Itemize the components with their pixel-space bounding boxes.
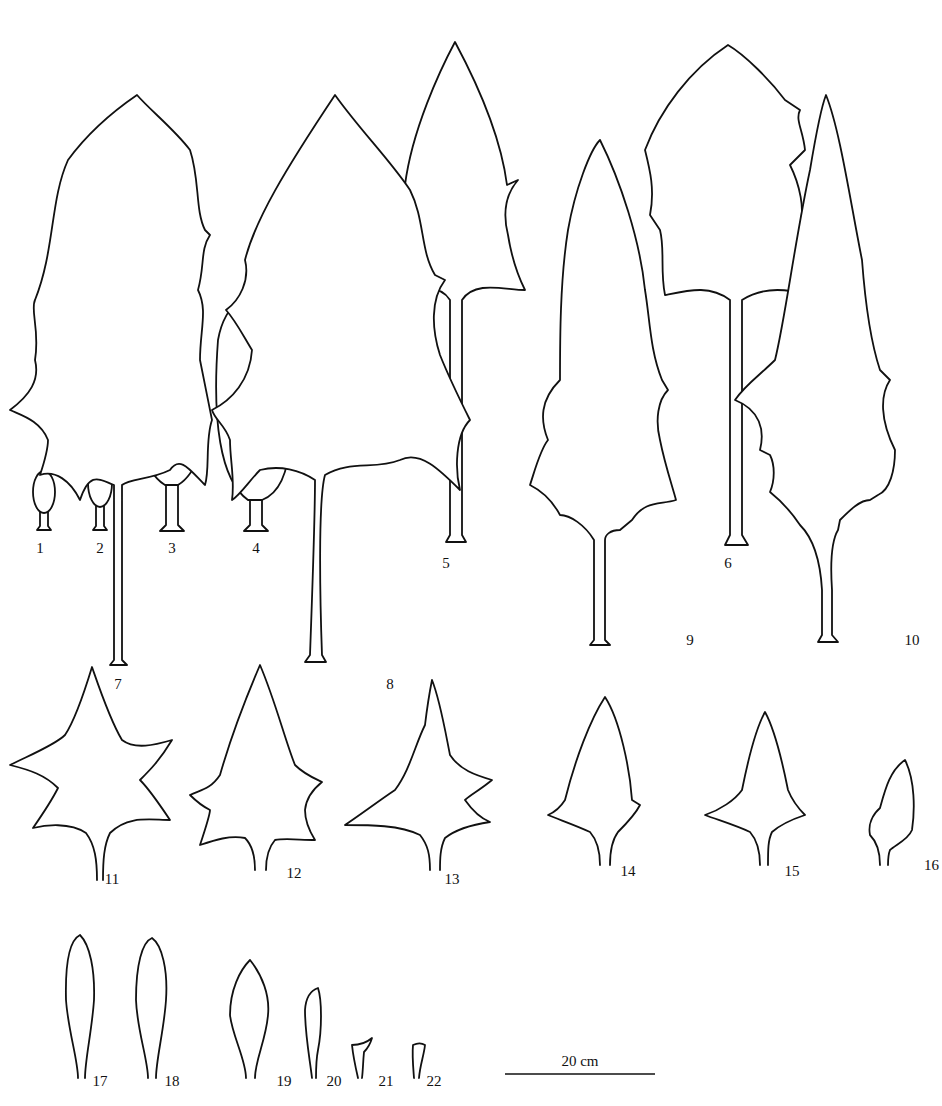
callout-number: 19 (277, 1074, 292, 1089)
callout-number: 10 (905, 633, 920, 648)
callout-number: 11 (105, 872, 119, 887)
leaf-outline (735, 95, 895, 642)
callout-number: 22 (427, 1074, 442, 1089)
callout-number: 6 (724, 556, 732, 571)
leaf-outline (136, 938, 166, 1078)
callout-number: 15 (785, 864, 800, 879)
leaf-outline (33, 471, 55, 513)
callout-number: 4 (252, 541, 260, 556)
leaf-outline (10, 95, 212, 665)
callout-number: 16 (924, 858, 939, 873)
callout-number: 13 (445, 872, 460, 887)
callout-number: 2 (96, 541, 104, 556)
leaf-outline (548, 697, 640, 865)
scale-label: 20 cm (561, 1054, 598, 1069)
callout-number: 1 (36, 541, 44, 556)
leaf-outline (160, 480, 184, 531)
callout-number: 21 (379, 1074, 394, 1089)
callout-number: 7 (114, 677, 122, 692)
leaf-outline (345, 680, 492, 870)
callout-number: 5 (442, 556, 450, 571)
leaf-outline (305, 988, 321, 1078)
callout-number: 17 (93, 1074, 108, 1089)
callout-number: 20 (327, 1074, 342, 1089)
leaf-outline (530, 140, 676, 645)
scale-bar (505, 1073, 655, 1075)
callout-number: 9 (686, 633, 694, 648)
leaf-outline (352, 1038, 372, 1078)
leaf-outline (230, 960, 268, 1078)
leaf-outline (66, 935, 94, 1078)
leaf-outline (190, 665, 322, 870)
leaf-outline (413, 1044, 425, 1079)
callout-number: 12 (287, 866, 302, 881)
leaf-outline (10, 667, 172, 880)
leaf-outline (705, 712, 805, 865)
leaf-outline (869, 760, 913, 865)
callout-number: 8 (386, 677, 394, 692)
callout-number: 3 (168, 541, 176, 556)
leaf-outline (212, 95, 470, 662)
callout-number: 18 (165, 1074, 180, 1089)
callout-number: 14 (621, 864, 636, 879)
